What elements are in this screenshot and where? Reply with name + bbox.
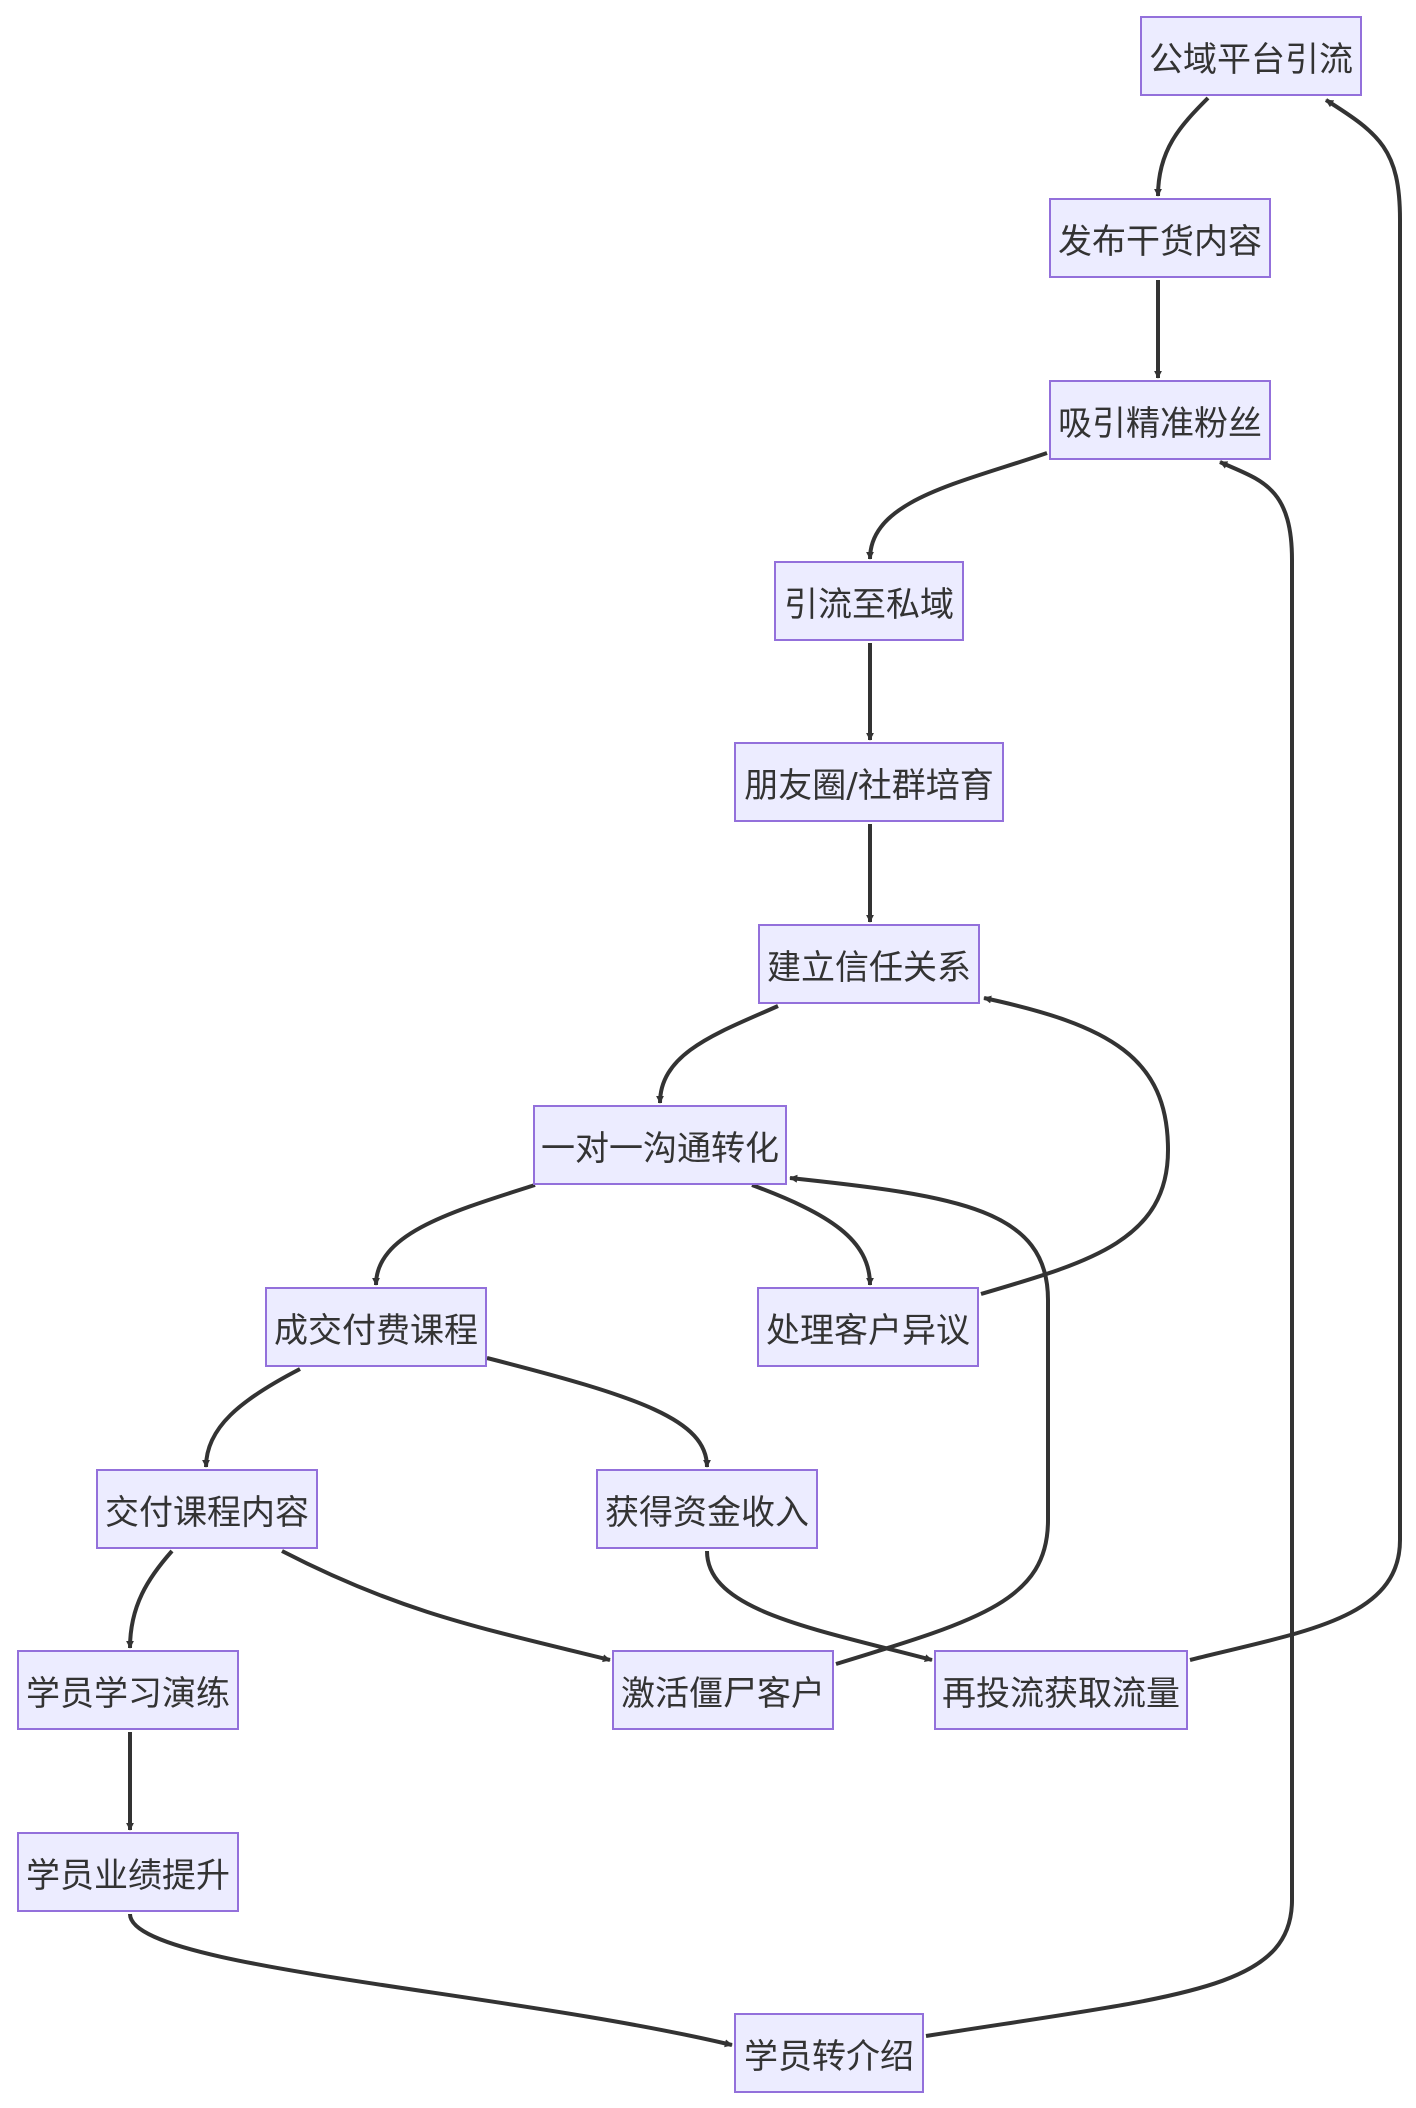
edge-n7-to-n8 (372, 1183, 536, 1286)
edge-n13-to-n7 (789, 1174, 1050, 1666)
node-referral: 学员转介绍 (734, 2013, 924, 2093)
node-close-deal: 成交付费课程 (265, 1287, 487, 1367)
node-attract-fans: 吸引精准粉丝 (1049, 380, 1271, 460)
edge-n6-to-n7 (656, 1004, 779, 1104)
node-one-on-one: 一对一沟通转化 (533, 1105, 787, 1185)
edge-n16-to-n3 (925, 460, 1294, 2038)
edge-n3-to-n4 (866, 451, 1048, 560)
edge-n1-to-n2 (1154, 96, 1210, 197)
node-publish-content: 发布干货内容 (1049, 198, 1271, 278)
edge-n7-to-n9 (751, 1183, 874, 1286)
node-handle-objections: 处理客户异议 (757, 1287, 979, 1367)
node-student-practice: 学员学习演练 (17, 1650, 239, 1730)
node-revenue: 获得资金收入 (596, 1469, 818, 1549)
node-reinvest-traffic: 再投流获取流量 (934, 1650, 1188, 1730)
node-public-traffic: 公域平台引流 (1140, 16, 1362, 96)
edge-n15-to-n16 (128, 1913, 733, 2048)
edge-n14-to-n1 (1189, 98, 1402, 1662)
node-reactivate-customers: 激活僵尸客户 (612, 1650, 834, 1730)
node-private-domain: 引流至私域 (774, 561, 964, 641)
edge-n11-to-n14 (705, 1550, 933, 1663)
node-build-trust: 建立信任关系 (758, 924, 980, 1004)
edge-n10-to-n12 (126, 1549, 174, 1649)
edge-n8-to-n10 (202, 1367, 301, 1468)
edge-n8-to-n11 (486, 1356, 711, 1468)
node-deliver-course: 交付课程内容 (96, 1469, 318, 1549)
edge-n10-to-n13 (281, 1549, 611, 1663)
node-community-nurture: 朋友圈/社群培育 (734, 742, 1004, 822)
edge-n9-to-n6 (980, 995, 1171, 1296)
node-student-performance: 学员业绩提升 (17, 1832, 239, 1912)
